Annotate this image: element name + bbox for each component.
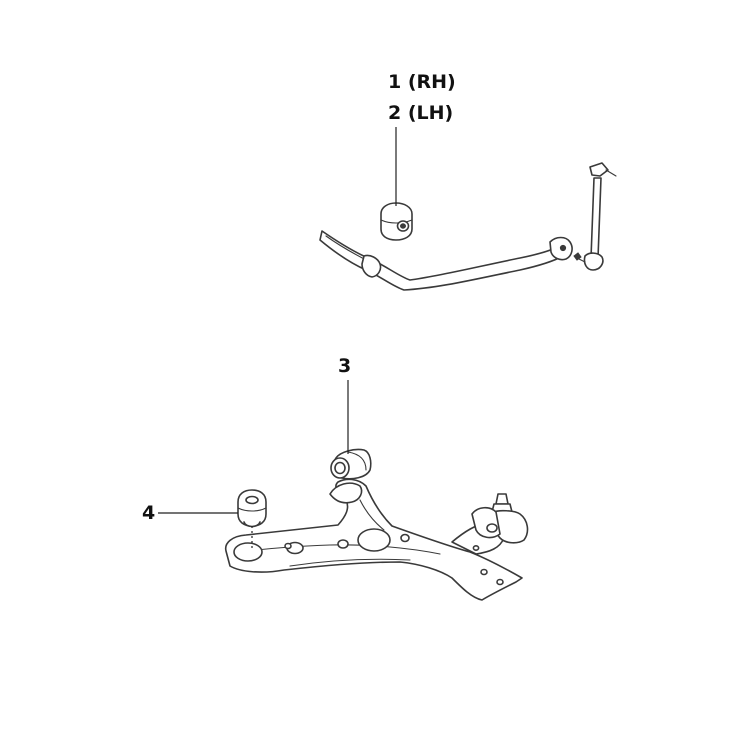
bushing-3: [330, 448, 372, 480]
bushing-4: [237, 489, 267, 528]
lower-control-arm: [224, 478, 523, 601]
callout-label-2-lh: 2 (LH): [388, 102, 454, 124]
callout-label-1-rh: 1 (RH): [388, 71, 456, 93]
callout-label-4: 4: [142, 502, 156, 524]
callout-label-3: 3: [338, 355, 352, 377]
stabilizer-bushing: [380, 202, 413, 241]
ball-joint: [471, 493, 529, 544]
stabilizer-link: [573, 162, 617, 271]
stabilizer-bar: [319, 230, 573, 291]
